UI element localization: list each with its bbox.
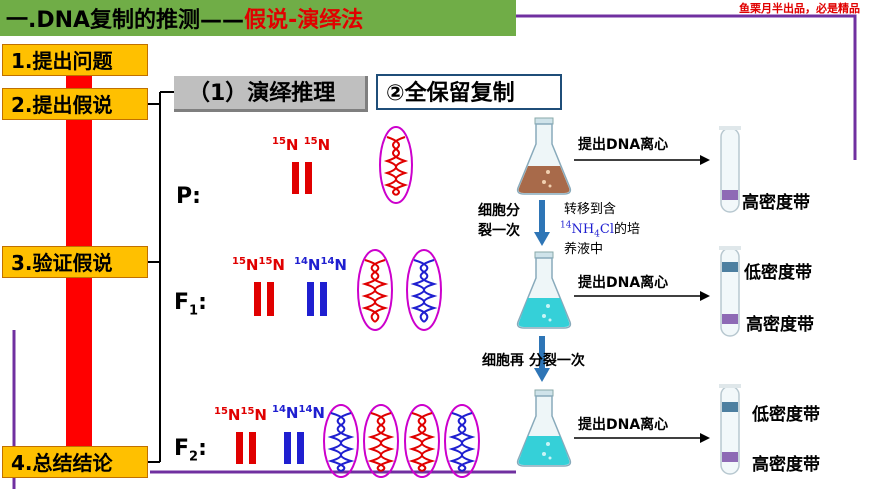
f2-helix-red-1	[363, 404, 399, 478]
centrifuge-label-3: 提出DNA离心	[578, 417, 669, 433]
flask-f1	[516, 251, 572, 329]
f2-helix-blue-2	[444, 404, 480, 478]
transfer-line2: 14NH4Cl的培	[560, 220, 641, 240]
f2-helix-blue-1	[323, 404, 359, 478]
right-arrow-3-icon	[574, 433, 710, 443]
f1-helix-blue	[406, 249, 442, 331]
tab-conservative-replication[interactable]: ②全保留复制	[376, 74, 562, 110]
transfer-line1: 转移到含	[564, 202, 617, 217]
title-bar	[0, 0, 516, 36]
transfer-line3: 养液中	[564, 242, 604, 257]
band-label-f2-low: 低密度带	[752, 405, 820, 425]
f1-helix-red	[357, 249, 393, 331]
tube-f2	[719, 384, 741, 475]
p-helix	[379, 126, 413, 204]
step-3[interactable]: 3.验证假说	[2, 246, 148, 278]
flask-p	[516, 117, 572, 195]
gen-f1-label: F1:	[174, 290, 207, 319]
title-prefix: 一.DNA复制的推测——	[6, 8, 245, 33]
centrifuge-label-2: 提出DNA离心	[578, 275, 669, 291]
f2-heavy-bars	[236, 432, 256, 464]
divide-once-line2: 裂一次	[478, 223, 520, 239]
gen-p-label: P:	[176, 184, 201, 209]
step-2[interactable]: 2.提出假说	[2, 88, 148, 120]
band-label-f2-high: 高密度带	[752, 455, 820, 475]
step-4[interactable]: 4.总结结论	[2, 446, 148, 478]
step-1[interactable]: 1.提出问题	[2, 44, 148, 76]
band-label-f1-low: 低密度带	[744, 263, 812, 283]
right-arrow-1-icon	[574, 155, 710, 165]
flask-f2	[516, 389, 572, 467]
divide-once-line1: 细胞分	[478, 203, 520, 219]
f1-light-bars	[307, 282, 327, 316]
f2-light-bars	[284, 432, 304, 464]
band-label-p-high: 高密度带	[742, 193, 810, 213]
slide-title: 一.DNA复制的推测——假说-演绎法	[6, 2, 363, 34]
f2-light-label: 14N14N	[272, 404, 325, 422]
tube-f1	[719, 246, 741, 337]
tube-p	[719, 126, 741, 213]
f1-heavy-bars	[254, 282, 274, 316]
tab-deductive-reasoning[interactable]: （1）演绎推理	[174, 76, 368, 112]
f2-heavy-label: 15N15N	[214, 406, 267, 424]
p-isotope-label: 15N 15N	[272, 136, 331, 154]
title-method: 假说-演绎法	[244, 8, 364, 33]
divide-again-label: 细胞再 分裂一次	[482, 353, 585, 369]
p-dna-bars	[292, 162, 312, 194]
f1-light-label: 14N14N	[294, 256, 347, 274]
down-arrow-2-icon	[534, 336, 550, 382]
f1-heavy-label: 15N15N	[232, 256, 285, 274]
centrifuge-label-1: 提出DNA离心	[578, 137, 669, 153]
down-arrow-1-icon	[534, 200, 550, 246]
brand-tagline: 鱼栗月半出品，必是精品	[739, 2, 860, 15]
right-arrow-2-icon	[574, 291, 710, 301]
f2-helix-red-2	[404, 404, 440, 478]
band-label-f1-high: 高密度带	[746, 315, 814, 335]
gen-f2-label: F2:	[174, 436, 207, 465]
